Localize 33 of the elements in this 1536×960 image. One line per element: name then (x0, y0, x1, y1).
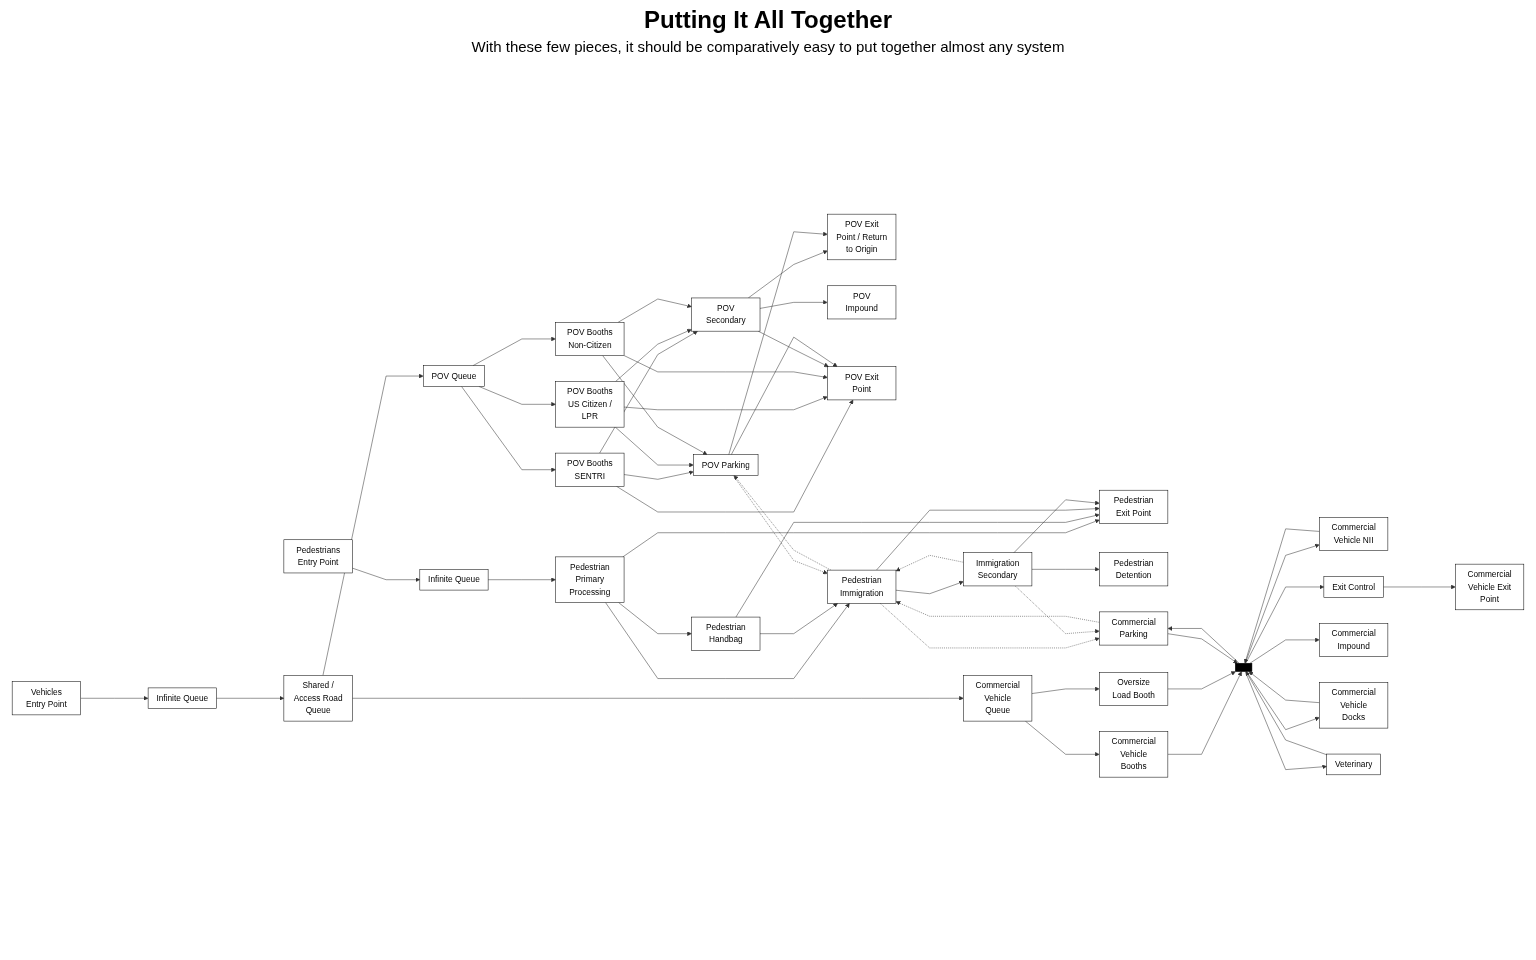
node-box: Pedestrian Exit Point (1099, 490, 1169, 524)
node-box: Commercial Vehicle Exit Point (1455, 564, 1525, 611)
node-box: Commercial Vehicle Queue (963, 675, 1033, 722)
node-box: Vehicles Entry Point (11, 681, 81, 716)
node-box: Pedestrian Handbag (691, 617, 761, 651)
node-box: POV Booths US Citizen / LPR (555, 381, 625, 428)
node-box: Commercial Vehicle Docks (1319, 682, 1389, 729)
node-box: Oversize Load Booth (1099, 672, 1169, 707)
diagram-title: Putting It All Together (644, 6, 892, 34)
node-box: Veterinary (1326, 754, 1381, 776)
node-box: Pedestrian Immigration (827, 570, 897, 604)
node-box: Pedestrians Entry Point (283, 539, 353, 574)
node-box: Pedestrian Detention (1099, 552, 1169, 587)
node-box: POV Queue (423, 365, 485, 388)
node-box: Pedestrian Primary Processing (555, 556, 625, 604)
node-box: POV Parking (693, 454, 759, 476)
node-box: POV Booths SENTRI (555, 453, 625, 487)
node-box: Commercial Parking (1099, 611, 1169, 646)
node-box: Commercial Impound (1319, 623, 1389, 658)
node-box: Shared / Access Road Queue (283, 675, 353, 722)
node-box: POV Exit Point (827, 366, 897, 401)
node-box: Commercial Vehicle Booths (1099, 731, 1169, 778)
node-box: Infinite Queue (419, 569, 489, 591)
node-box: Infinite Queue (147, 688, 217, 710)
node-box: POV Secondary (691, 298, 761, 332)
node-box: Immigration Secondary (963, 552, 1033, 587)
node-bar (1235, 663, 1253, 673)
diagram-subtitle: With these few pieces, it should be comparatively easy to put together almost any system (471, 38, 1065, 55)
node-box: POV Booths Non-Citizen (555, 322, 625, 357)
node-box: POV Exit Point / Return to Origin (827, 214, 897, 261)
node-box: Exit Control (1323, 576, 1384, 598)
node-box: POV Impound (827, 285, 897, 320)
node-box: Commercial Vehicle NII (1319, 517, 1389, 552)
